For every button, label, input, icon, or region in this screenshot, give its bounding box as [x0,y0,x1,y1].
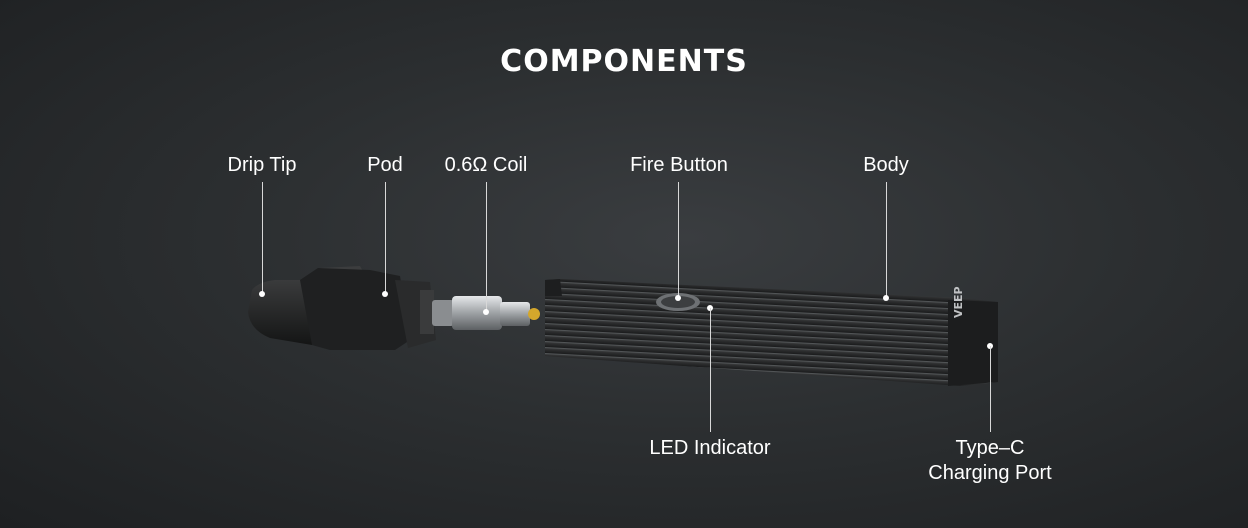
label-led-indicator: LED Indicator [649,437,771,459]
device-logo: VEEP [952,286,965,318]
page-title: COMPONENTS [500,44,748,79]
body-shape [545,279,998,386]
dot-coil [483,309,489,315]
label-type-c-line2: Charging Port [928,462,1052,484]
pod-shape [300,268,436,350]
dot-drip-tip [259,291,265,297]
dot-body [883,295,889,301]
leader-type-c-port [990,346,991,432]
leader-fire-button [678,182,679,298]
leader-led-indicator [710,308,711,432]
label-coil: 0.6Ω Coil [444,154,528,176]
leader-body [886,182,887,298]
leader-drip-tip [262,182,263,294]
label-drip-tip: Drip Tip [227,154,297,176]
label-fire-button: Fire Button [630,154,728,176]
label-type-c-line1: Type–C [955,437,1025,459]
label-body: Body [863,154,909,176]
label-type-c-port: Type–C Charging Port [920,436,1060,486]
leader-pod [385,182,386,294]
coil-shape [432,296,540,330]
dot-pod [382,291,388,297]
leader-coil [486,182,487,312]
dot-fire-button [675,295,681,301]
label-pod: Pod [367,154,403,176]
